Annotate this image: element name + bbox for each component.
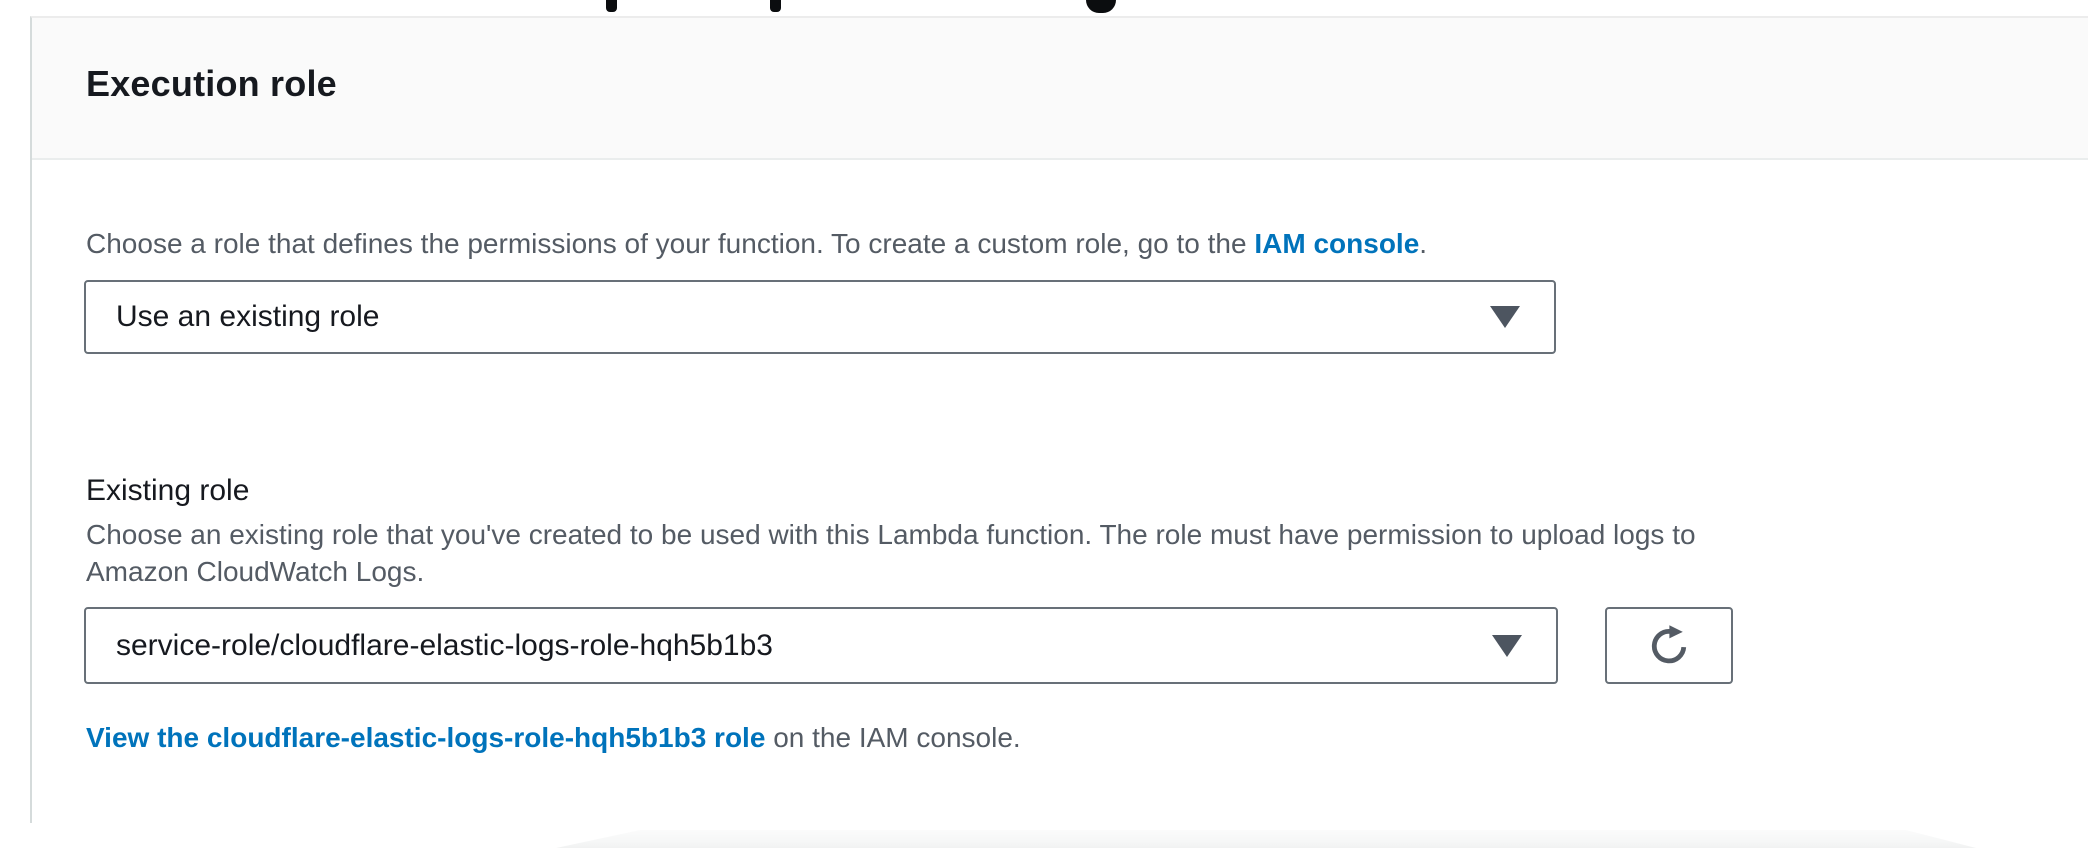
view-role-suffix: on the IAM console. [765,722,1021,753]
chevron-down-icon [1490,306,1520,328]
bottom-edge-shadow [556,830,1976,848]
refresh-roles-button[interactable] [1605,607,1733,684]
section-header: Execution role [32,18,2088,160]
section-title: Execution role [86,63,337,104]
section-body: Choose a role that defines the permissio… [32,160,2088,823]
chevron-down-icon [1492,634,1522,657]
view-role-line: View the cloudflare-elastic-logs-role-hq… [86,720,1021,756]
existing-role-select-value: service-role/cloudflare-elastic-logs-rol… [116,628,773,662]
glyph-fragment [1086,0,1116,13]
role-type-select[interactable]: Use an existing role [84,280,1556,354]
existing-role-description: Choose an existing role that you've crea… [86,516,1986,590]
existing-role-select[interactable]: service-role/cloudflare-elastic-logs-rol… [84,607,1558,684]
role-type-select-value: Use an existing role [116,300,380,333]
refresh-icon [1651,624,1687,663]
glyph-fragment [770,0,781,12]
view-role-link[interactable]: View the cloudflare-elastic-logs-role-hq… [86,722,766,753]
execution-role-section: Execution role Choose a role that define… [30,16,2088,823]
glyph-fragment [606,0,617,12]
intro-text: Choose a role that defines the permissio… [86,226,1427,262]
existing-role-description-line2: Amazon CloudWatch Logs. [86,556,425,587]
intro-text-before: Choose a role that defines the permissio… [86,228,1255,259]
existing-role-label: Existing role [86,474,250,507]
iam-console-link[interactable]: IAM console [1254,228,1420,259]
existing-role-description-line1: Choose an existing role that you've crea… [86,519,1696,550]
intro-text-after: . [1419,228,1428,259]
cropped-text-descenders [0,0,2088,16]
